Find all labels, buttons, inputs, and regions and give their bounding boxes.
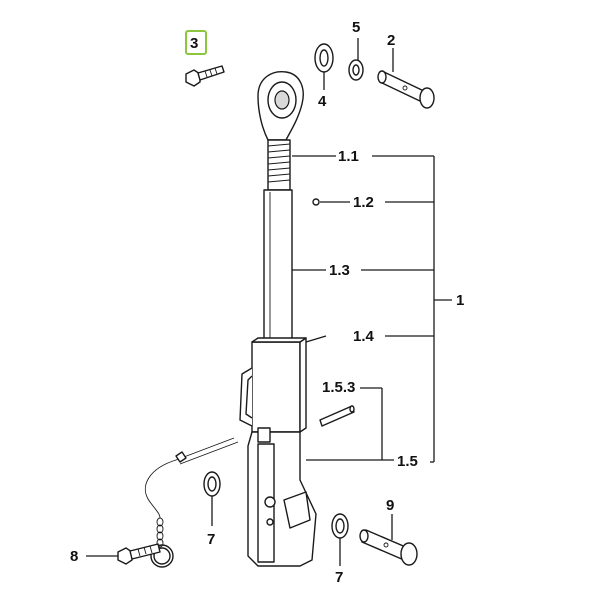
label-1-1[interactable]: 1.1 <box>338 148 359 165</box>
washer-part-7-right[interactable] <box>331 513 349 539</box>
label-5[interactable]: 5 <box>352 19 360 36</box>
label-2[interactable]: 2 <box>387 32 395 49</box>
label-1[interactable]: 1 <box>456 292 464 309</box>
pin-part-1-5-3[interactable] <box>319 405 355 427</box>
label-1-2[interactable]: 1.2 <box>353 194 374 211</box>
leader-lines <box>292 155 452 463</box>
chain-links <box>156 517 164 548</box>
pin-part-9[interactable] <box>359 529 418 566</box>
washer-part-5[interactable] <box>348 59 364 81</box>
washer-part-4[interactable] <box>314 43 334 73</box>
bolt-part-8[interactable] <box>117 543 161 565</box>
label-1-5[interactable]: 1.5 <box>397 453 418 470</box>
label-1-3[interactable]: 1.3 <box>329 262 350 279</box>
pin-part-2[interactable] <box>377 70 435 109</box>
thread-lines <box>267 143 291 183</box>
bolt-part-3[interactable] <box>185 65 225 87</box>
part-3-highlight-box <box>185 30 207 55</box>
top-link-assembly[interactable] <box>239 71 320 567</box>
label-1-4[interactable]: 1.4 <box>353 328 375 345</box>
label-4[interactable]: 4 <box>318 93 327 110</box>
washer-part-7-left[interactable] <box>203 471 221 497</box>
label-1-5-3[interactable]: 1.5.3 <box>322 379 355 396</box>
label-3[interactable]: 3 <box>190 35 198 52</box>
lanyard-chain[interactable] <box>144 437 239 568</box>
label-8[interactable]: 8 <box>70 548 78 565</box>
label-7-left[interactable]: 7 <box>207 531 215 548</box>
label-7-right[interactable]: 7 <box>335 569 343 586</box>
label-9[interactable]: 9 <box>386 497 394 514</box>
